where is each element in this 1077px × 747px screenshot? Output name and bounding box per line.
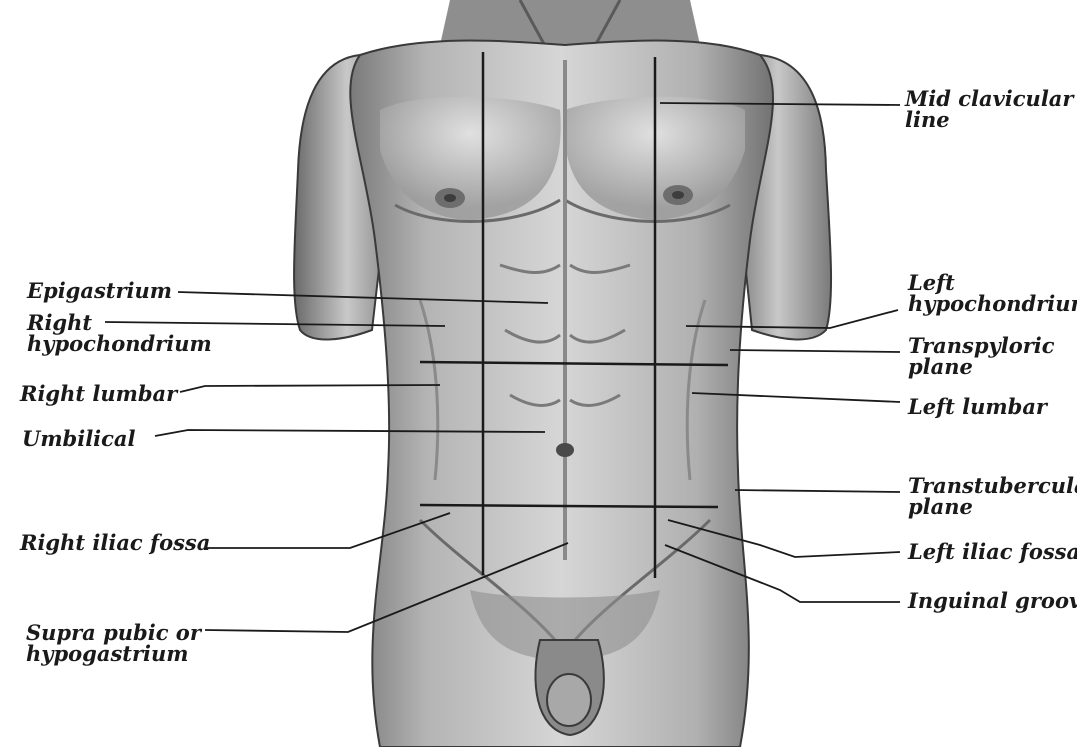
label-suprapubic-hypogastrium: Supra pubic or hypogastrium [26,622,201,664]
label-inguinal-groove: Inguinal groove [908,590,1077,611]
label-mid-clavicular-line: Mid clavicular line [905,88,1073,130]
label-right-iliac-fossa: Right iliac fossa [20,532,210,553]
neck [440,0,700,45]
label-right-hypochondrium: Right hypochondrium [27,312,212,354]
label-left-iliac-fossa: Left iliac fossa [908,541,1077,562]
umbilicus [556,443,574,457]
label-umbilical: Umbilical [22,428,136,449]
label-left-hypochondrium: Left hypochondrium [908,272,1077,314]
label-transpyloric-plane: Transpyloric plane [908,335,1055,377]
label-right-lumbar: Right lumbar [20,383,177,404]
label-transtubercular-plane: Transtubercular plane [908,475,1077,517]
label-epigastrium: Epigastrium [27,280,172,301]
label-left-lumbar: Left lumbar [908,396,1047,417]
